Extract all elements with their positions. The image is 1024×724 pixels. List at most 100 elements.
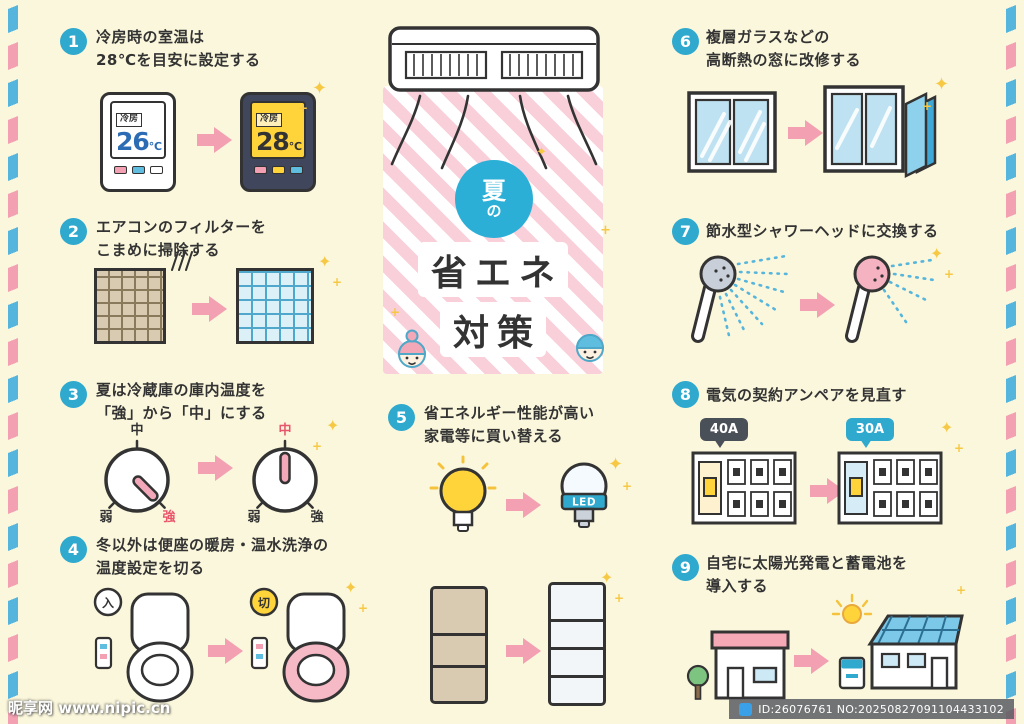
dial-low-label: 弱 [247, 509, 260, 524]
led-label: LED [572, 497, 596, 509]
incandescent-bulb-icon [429, 455, 497, 532]
sparkle-plus-icon: + [332, 275, 343, 289]
led-bulb-icon: LED [560, 462, 608, 528]
thermostat-buttons [110, 166, 166, 174]
old-fridge-icon [430, 586, 488, 704]
text-line: 高断熱の窓に改修する [706, 51, 862, 70]
sparkle-icon: ✦ [326, 416, 340, 435]
item-8-number: 8 [672, 381, 699, 408]
thermostat-screen: 冷房 28℃ [250, 101, 306, 159]
text-line: 冷房時の室温は [96, 28, 205, 46]
breaker-panel-before [691, 451, 797, 525]
title-circle-text: の [486, 201, 502, 220]
title-circle-text: 夏 [482, 176, 506, 205]
item-5-number: 5 [388, 404, 415, 431]
sparkle-icon: ✦ [312, 78, 328, 99]
sparkle-icon: ✦ [940, 418, 954, 437]
sparkle-icon: ✦ [930, 244, 944, 263]
image-id-bar: ID:26076761 NO:20250827091104433102 [729, 699, 1014, 719]
sparkle-plus-icon: + [944, 267, 955, 281]
boy-face-icon [575, 334, 605, 362]
sparkle-plus-icon: + [954, 441, 965, 455]
fridge-dial-after: 中 弱 強 [247, 422, 323, 524]
cooling-mode-label: 冷房 [116, 113, 143, 127]
button-icon [271, 166, 285, 174]
cooling-mode-label: 冷房 [256, 113, 283, 127]
sparkle-icon: ✦ [934, 74, 950, 95]
sparkle-icon: ✦ [318, 252, 332, 271]
sparkle-plus-icon: + [614, 591, 625, 605]
thermostat-after: 冷房 28℃ [240, 92, 316, 192]
arrow-right-icon [208, 638, 243, 664]
dirt-marks-icon [171, 251, 193, 271]
watermark: 昵享网 www.nipic.cn [8, 699, 171, 717]
arrow-right-icon [800, 292, 835, 318]
item-2-title: エアコンのフィルターを こまめに掃除する [96, 216, 266, 263]
temp-number: 28 [256, 126, 290, 156]
text-line: 家電等に買い替える [424, 427, 564, 446]
text-line: こまめに掃除する [96, 241, 221, 260]
dash-pattern [8, 0, 18, 724]
arrow-right-icon [197, 127, 232, 153]
text-line: 複層ガラスなどの [706, 28, 830, 46]
button-icon [113, 166, 127, 174]
button-icon [149, 166, 163, 174]
sparkle-plus-icon: + [622, 479, 633, 493]
item-1-number: 1 [60, 28, 87, 55]
sparkle-icon: ✦ [600, 568, 614, 587]
toilet-heated-icon: 入 [93, 587, 194, 703]
power-on-label: 入 [102, 596, 114, 610]
arrow-right-icon [506, 492, 541, 518]
power-off-label: 切 [258, 596, 270, 610]
degree-unit: ℃ [148, 139, 163, 153]
title-circle: 夏 の [455, 160, 533, 238]
air-conditioner-icon [388, 26, 600, 170]
arrow-right-icon [198, 455, 233, 481]
item-8-title: 電気の契約アンペアを見直す [706, 384, 907, 407]
image-id-text: ID:26076761 NO:20250827091104433102 [758, 702, 1004, 716]
right-dashed-border [1006, 0, 1016, 724]
sun-icon [842, 604, 862, 624]
item-7-title: 節水型シャワーヘッドに交換する [706, 220, 939, 243]
item-4-title: 冬以外は便座の暖房・温水洗浄の 温度設定を切る [96, 534, 329, 581]
grandma-face-icon [397, 329, 427, 368]
dirty-filter-icon [94, 268, 166, 344]
text-line: 電気の契約アンペアを見直す [706, 386, 907, 404]
temperature-value: 26℃ [116, 129, 163, 154]
insulated-window-icon [823, 85, 937, 179]
button-icon [289, 166, 303, 174]
button-icon [253, 166, 267, 174]
text-line: 「強」から「中」にする [96, 404, 267, 423]
arrow-right-icon [794, 648, 829, 674]
sparkle-plus-icon: + [956, 583, 967, 597]
item-6-number: 6 [672, 28, 699, 55]
amp-value: 40A [709, 422, 739, 437]
thermostat-buttons [250, 166, 306, 174]
amp-40a-tag: 40A [700, 418, 748, 448]
sparkle-plus-icon: + [358, 601, 369, 615]
sparkle-plus-icon: + [600, 223, 611, 238]
sparkle-icon: ✦ [344, 578, 358, 597]
fridge-dial-before: 中 弱 強 [99, 422, 175, 524]
item-5-title: 省エネルギー性能が高い 家電等に買い替える [424, 402, 595, 449]
arrow-right-icon [506, 638, 541, 664]
degree-unit: ℃ [288, 139, 303, 153]
single-window-icon [687, 91, 777, 173]
amp-30a-tag: 30A [846, 418, 894, 448]
thermostat-before: 冷房 26℃ [100, 92, 176, 192]
thermostat-screen: 冷房 26℃ [110, 101, 166, 159]
temperature-value: 28℃ [256, 126, 303, 156]
item-2-number: 2 [60, 218, 87, 245]
text-line: エアコンのフィルターを [96, 218, 267, 236]
breaker-panel-after [837, 451, 943, 525]
title-line1: 省エネ [418, 242, 568, 297]
house-solar-icon [831, 593, 964, 690]
clean-filter-icon [236, 268, 314, 344]
text-line: 節水型シャワーヘッドに交換する [706, 222, 939, 240]
amp-value: 30A [855, 422, 885, 437]
text-line: 28℃を目安に設定する [96, 51, 261, 70]
item-3-number: 3 [60, 381, 87, 408]
arrow-right-icon [192, 296, 227, 322]
sparkle-plus-icon: + [312, 439, 323, 453]
